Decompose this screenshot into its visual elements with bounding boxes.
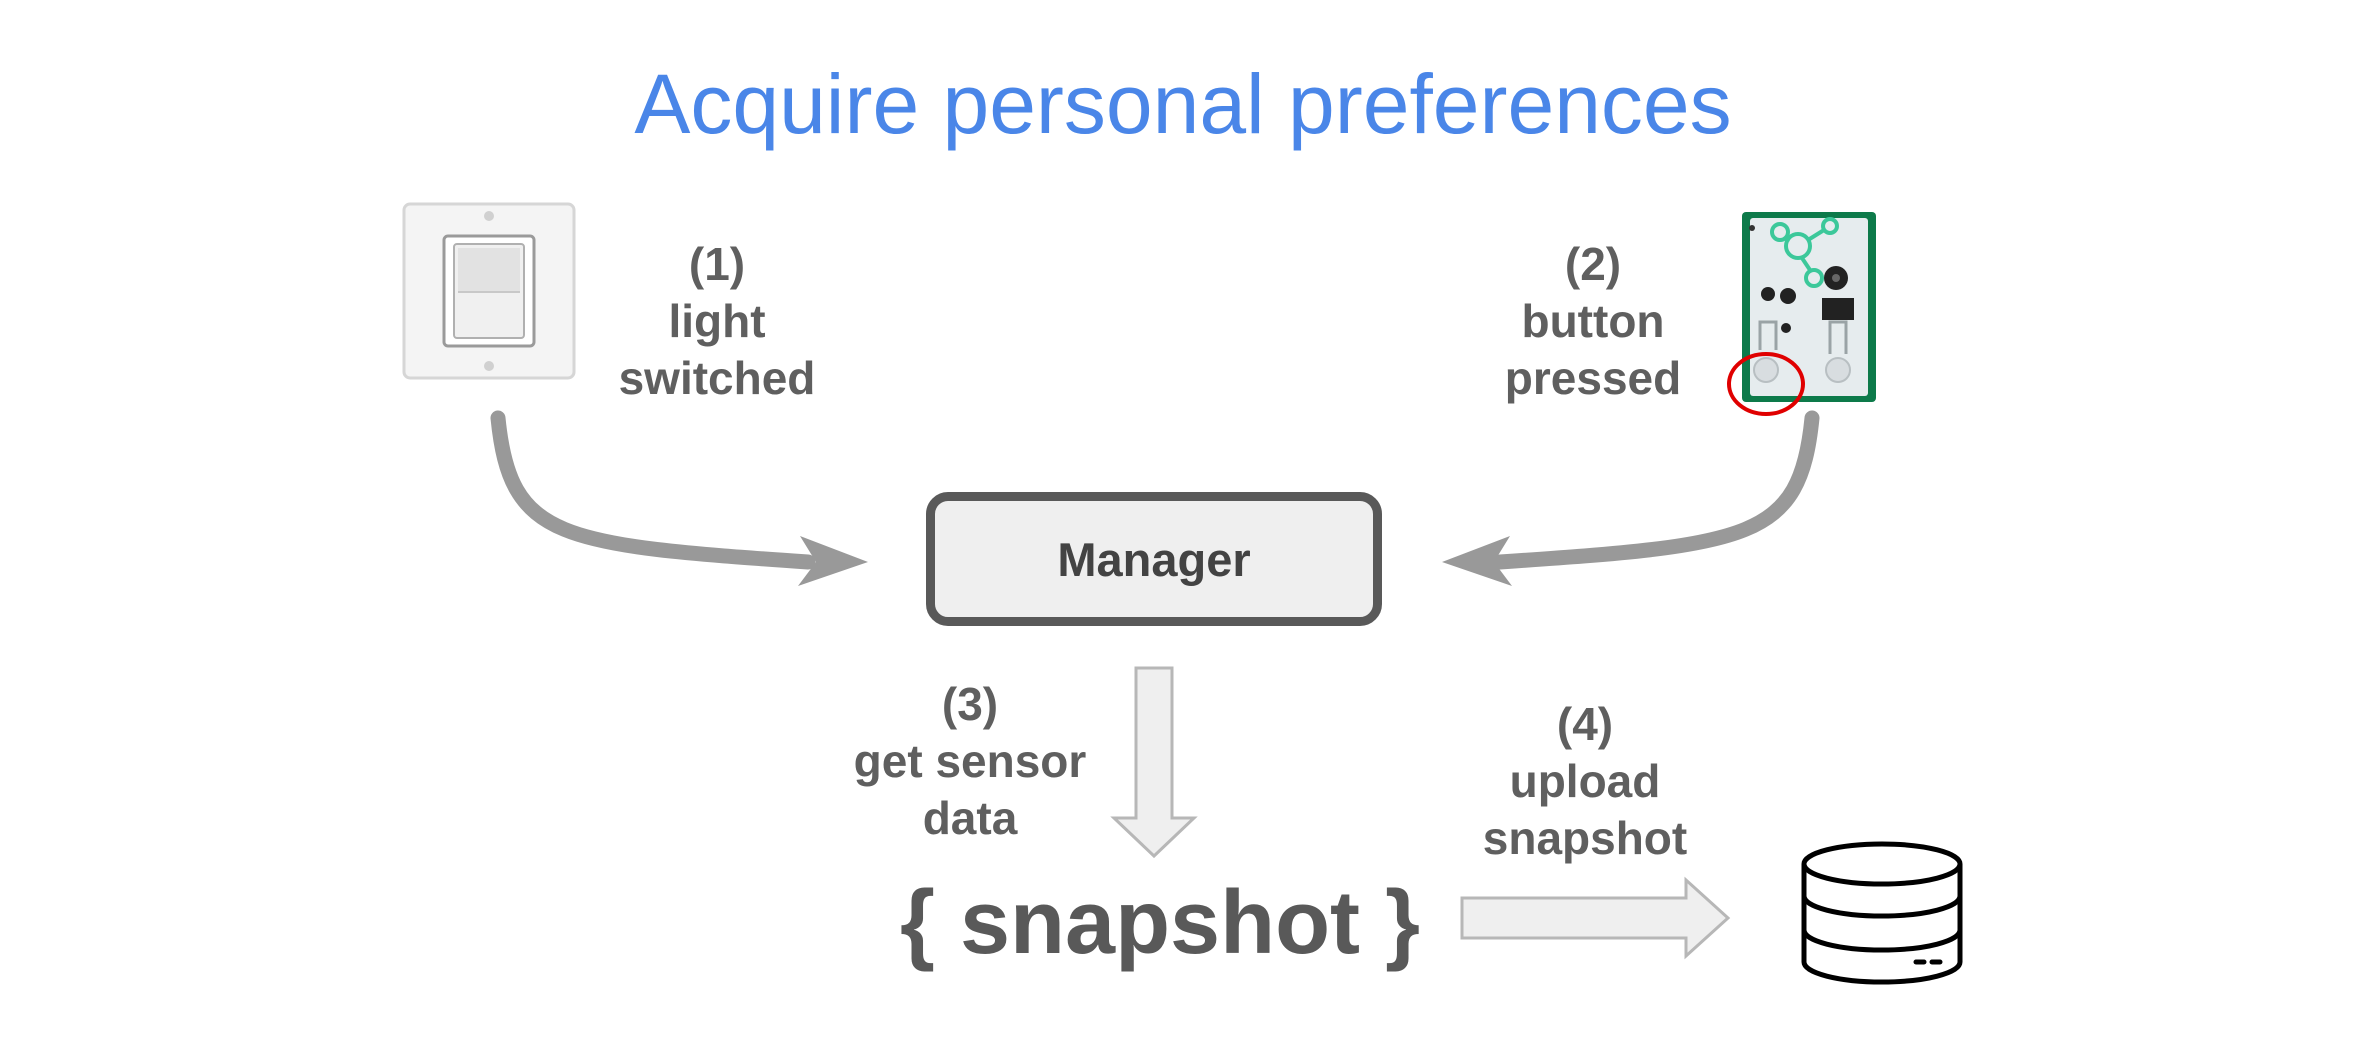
step-4-label: (4) upload snapshot	[1450, 696, 1720, 867]
arrow-manager-to-snapshot	[1110, 666, 1198, 859]
snapshot-label: { snapshot }	[899, 873, 1421, 973]
arrow-board-to-manager	[1492, 410, 1820, 570]
step-4-line1: upload	[1509, 755, 1661, 807]
step-1-number: (1)	[688, 238, 746, 290]
arrow-board-to-manager-head	[1442, 536, 1512, 586]
step-3-line1: get sensor	[853, 735, 1087, 787]
arrow-snapshot-to-database	[1460, 876, 1731, 960]
arrow-switch-to-manager-head	[798, 536, 868, 586]
database-icon	[1801, 841, 1963, 985]
step-2-line2: pressed	[1504, 352, 1682, 404]
step-1-label: (1) light switched	[592, 236, 842, 407]
step-2-line1: button	[1521, 295, 1665, 347]
step-1-line2: switched	[618, 352, 816, 404]
step-4-line2: snapshot	[1482, 812, 1688, 864]
page-title: Acquire personal preferences	[634, 57, 1732, 151]
step-2-label: (2) button pressed	[1468, 236, 1718, 407]
button-highlight-circle	[1727, 352, 1805, 416]
light-switch-icon	[402, 202, 576, 380]
arrow-switch-to-manager	[490, 410, 816, 570]
step-3-line2: data	[922, 792, 1018, 844]
step-3-number: (3)	[941, 678, 999, 730]
step-3-label: (3) get sensor data	[820, 676, 1120, 847]
step-4-number: (4)	[1556, 698, 1614, 750]
step-1-line1: light	[668, 295, 766, 347]
manager-box: Manager	[926, 492, 1382, 626]
step-2-number: (2)	[1564, 238, 1622, 290]
